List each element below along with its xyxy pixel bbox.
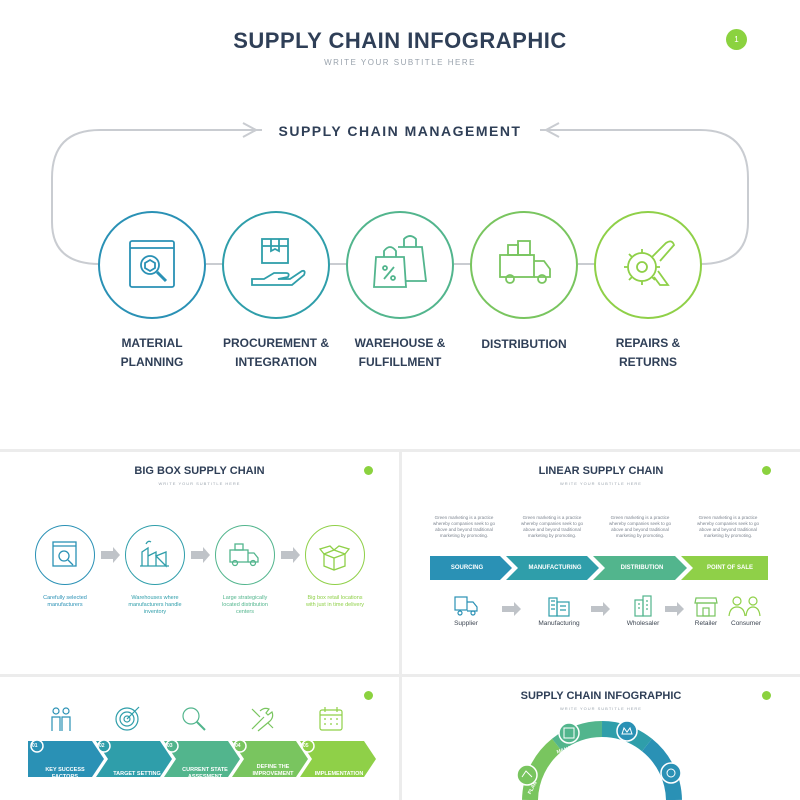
step-circle-material-planning[interactable] bbox=[98, 211, 206, 319]
linear-subtitle: WRITE YOUR SUBTITLE HERE bbox=[560, 481, 642, 486]
management-icon bbox=[563, 727, 575, 739]
bigbox-node-4[interactable] bbox=[305, 525, 365, 585]
delivery-truck-icon bbox=[499, 240, 551, 284]
step-label-distribution: DISTRIBUTION bbox=[481, 337, 567, 351]
shopping-bags-icon bbox=[373, 235, 428, 288]
step-number-03: 03 bbox=[167, 743, 173, 749]
stage-distribution[interactable]: DISTRIBUTION bbox=[620, 565, 664, 571]
actor-retailer: Retailer bbox=[694, 620, 718, 627]
linear-title: LINEAR SUPPLY CHAIN bbox=[538, 465, 664, 477]
page-title: SUPPLY CHAIN INFOGRAPHIC bbox=[233, 28, 567, 53]
actor-manufacturing: Manufacturing bbox=[538, 620, 580, 627]
people-chart-icon bbox=[51, 707, 71, 731]
step-number-04: 04 bbox=[235, 743, 241, 749]
step-number-01: 01 bbox=[32, 743, 38, 749]
browser-box-search-icon bbox=[129, 240, 175, 288]
step-number-02: 02 bbox=[99, 743, 105, 749]
step-circle-procurement[interactable] bbox=[222, 211, 330, 319]
loop-title: SUPPLY CHAIN MANAGEMENT bbox=[278, 123, 522, 139]
step-label-repairs: REPAIRS &RETURNS bbox=[615, 336, 681, 369]
step-circle-repairs[interactable] bbox=[594, 211, 702, 319]
factory-building-icon bbox=[548, 597, 570, 617]
slide-number-badge bbox=[762, 466, 771, 475]
browser-box-icon bbox=[52, 541, 77, 567]
people-icon bbox=[728, 596, 761, 617]
truck-icon bbox=[229, 543, 259, 567]
stage-manufacturing[interactable]: MANUFACTURING bbox=[528, 565, 582, 571]
step-number-05: 05 bbox=[303, 743, 309, 749]
step-implementation[interactable]: IMPLEMENTATION bbox=[314, 771, 364, 777]
actor-supplier: Supplier bbox=[454, 620, 478, 627]
logistic-icon bbox=[666, 768, 676, 778]
step-chevrons bbox=[28, 739, 376, 777]
stage-sourcing[interactable]: SOURCING bbox=[450, 565, 484, 571]
slide-number-badge bbox=[762, 691, 771, 700]
magnifier-icon bbox=[182, 707, 206, 731]
page-subtitle: WRITE YOUR SUBTITLE HERE bbox=[324, 58, 476, 67]
actor-wholesaler: Wholesaler bbox=[626, 620, 660, 627]
supplier-truck-icon bbox=[454, 596, 478, 616]
open-box-icon bbox=[318, 545, 351, 571]
linear-stage-chevrons bbox=[430, 556, 768, 616]
tools-icon bbox=[251, 707, 274, 732]
step-circle-distribution[interactable] bbox=[470, 211, 578, 319]
bigbox-node-1[interactable] bbox=[35, 525, 95, 585]
ring-diagram bbox=[516, 720, 682, 800]
linear-slide[interactable]: LINEAR SUPPLY CHAIN WRITE YOUR SUBTITLE … bbox=[402, 452, 800, 674]
slide-number-badge: 1 bbox=[726, 29, 747, 50]
slide-number-badge bbox=[364, 691, 373, 700]
step-target-setting[interactable]: TARGET SETTING bbox=[113, 771, 161, 777]
slide-number-badge bbox=[364, 466, 373, 475]
loop-arrow-diagram bbox=[51, 122, 749, 265]
bigbox-arrows bbox=[101, 547, 300, 563]
crown-icon bbox=[621, 726, 633, 735]
ring-subtitle: WRITE YOUR SUBTITLE HERE bbox=[560, 706, 642, 711]
plan-icon bbox=[521, 770, 533, 778]
bigbox-title: BIG BOX SUPPLY CHAIN bbox=[134, 465, 265, 477]
ring-title: SUPPLY CHAIN INFOGRAPHIC bbox=[520, 690, 682, 702]
bigbox-subtitle: WRITE YOUR SUBTITLE HERE bbox=[158, 481, 241, 486]
actor-consumer: Consumer bbox=[731, 620, 761, 627]
ring-slide[interactable]: SUPPLY CHAIN INFOGRAPHIC WRITE YOUR SUBT… bbox=[402, 677, 800, 800]
store-icon bbox=[694, 597, 718, 617]
stage-point-of-sale[interactable]: POINT OF SALE bbox=[706, 565, 753, 571]
warehouse-building-icon bbox=[634, 595, 652, 617]
bigbox-node-3[interactable] bbox=[215, 525, 275, 585]
step-label-warehouse: WAREHOUSE &FULFILLMENT bbox=[354, 336, 446, 369]
calendar-icon bbox=[319, 707, 343, 731]
wrench-gear-icon bbox=[624, 240, 676, 286]
factory-icon bbox=[140, 540, 169, 568]
bigbox-node-2[interactable] bbox=[125, 525, 185, 585]
hand-box-icon bbox=[251, 238, 306, 286]
step-circle-warehouse[interactable] bbox=[346, 211, 454, 319]
main-slide[interactable]: SUPPLY CHAIN INFOGRAPHIC WRITE YOUR SUBT… bbox=[0, 0, 800, 449]
target-icon bbox=[115, 706, 140, 731]
step-label-procurement: PROCUREMENT &INTEGRATION bbox=[222, 336, 329, 369]
bigbox-slide[interactable]: BIG BOX SUPPLY CHAIN WRITE YOUR SUBTITLE… bbox=[0, 452, 399, 674]
